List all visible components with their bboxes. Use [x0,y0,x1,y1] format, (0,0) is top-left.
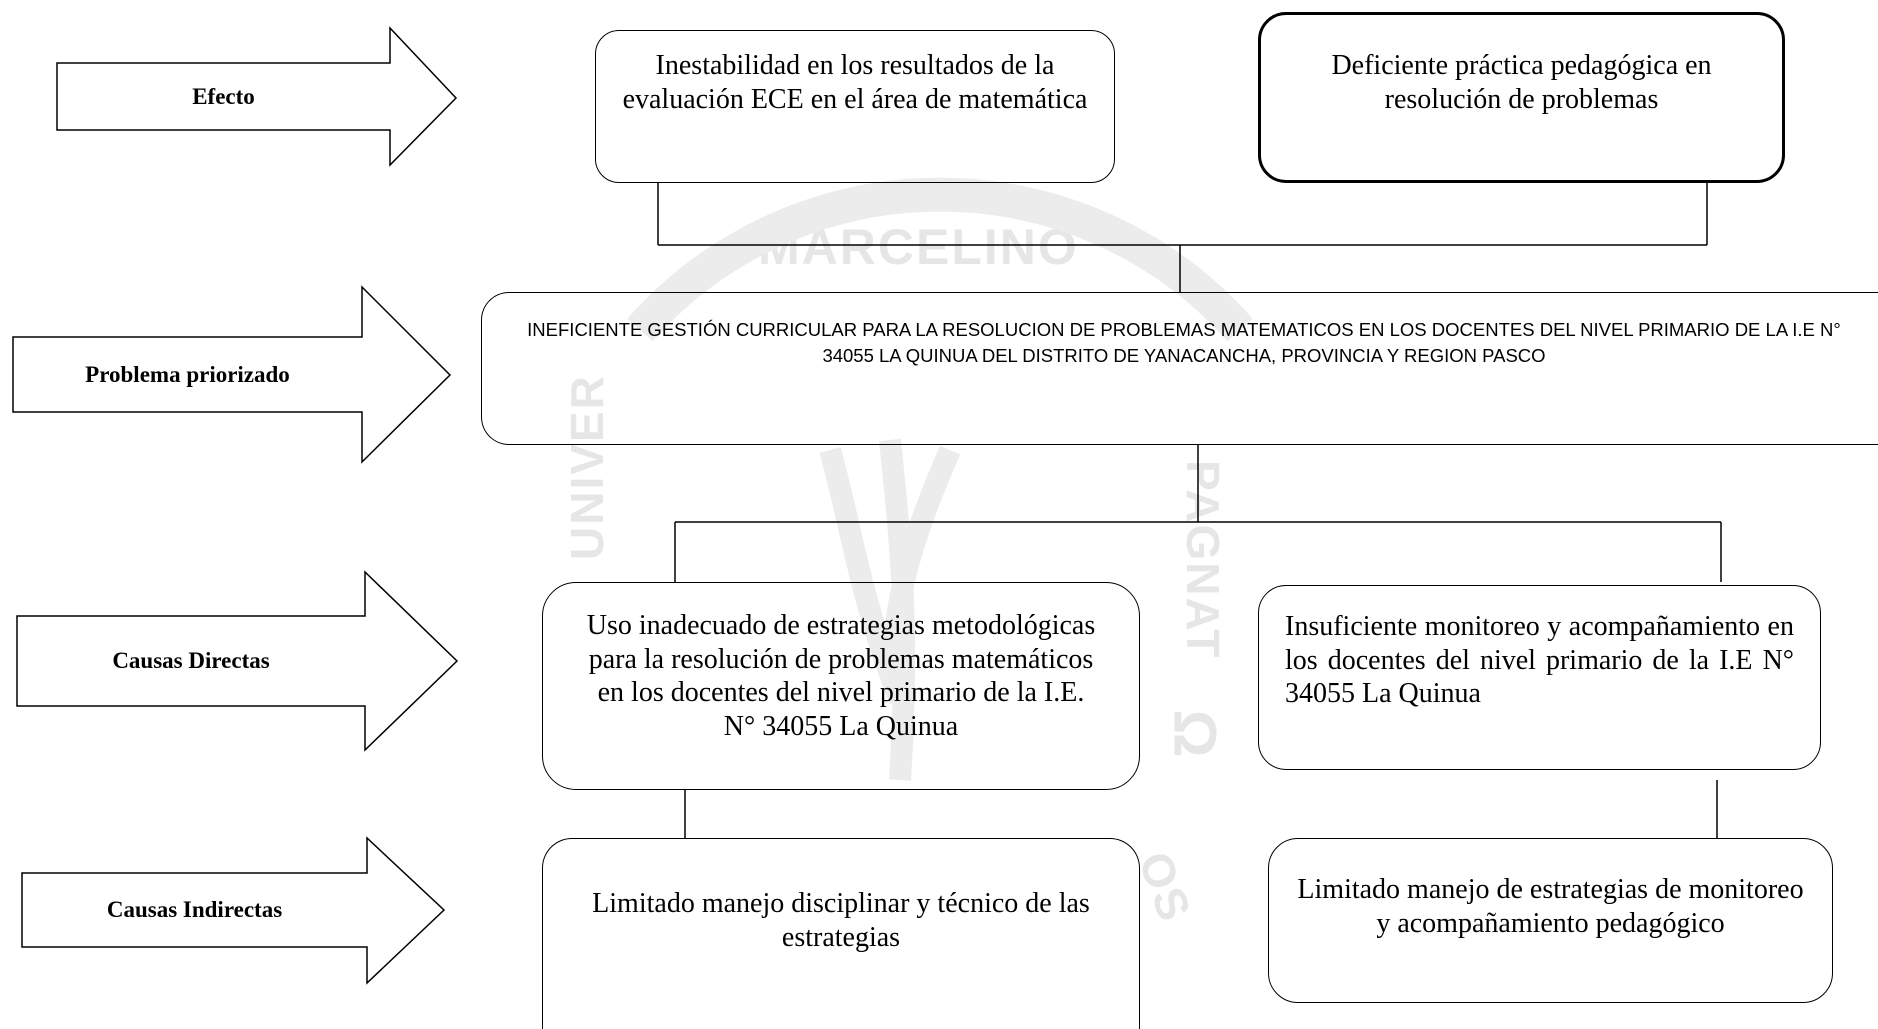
direct-cause-box-strategies: Uso inadecuado de estrategias metodológi… [542,582,1140,790]
direct-cause-text-strategies: Uso inadecuado de estrategias metodológi… [586,610,1096,742]
indirect-cause-text-discipline: Limitado manejo disciplinar y técnico de… [592,888,1090,953]
effect-text-pedagogical-practice: Deficiente práctica pedagógica en resolu… [1331,50,1712,115]
direct-cause-box-monitoring: Insuficiente monitoreo y acompañamiento … [1258,585,1821,770]
direct-cause-text-monitoring: Insuficiente monitoreo y acompañamiento … [1285,611,1794,710]
indirect-cause-text-monitoring-strategies: Limitado manejo de estrategias de monito… [1297,874,1804,939]
effect-text-ece-results: Inestabilidad en los resultados de la ev… [622,50,1088,115]
direct-causes-label: Causas Directas [112,648,270,673]
effect-box-ece-results: Inestabilidad en los resultados de la ev… [595,30,1115,183]
indirect-cause-box-discipline: Limitado manejo disciplinar y técnico de… [542,838,1140,1029]
problem-text: INEFICIENTE GESTIÓN CURRICULAR PARA LA R… [527,319,1841,366]
indirect-causes-label: Causas Indirectas [106,897,283,922]
effect-label: Efecto [192,83,255,109]
problem-box: INEFICIENTE GESTIÓN CURRICULAR PARA LA R… [481,292,1878,445]
arrow-effect-icon [12,26,459,985]
effect-box-pedagogical-practice: Deficiente práctica pedagógica en resolu… [1258,12,1785,183]
indirect-cause-box-monitoring-strategies: Limitado manejo de estrategias de monito… [1268,838,1833,1003]
problem-label: Problema priorizado [85,361,290,387]
